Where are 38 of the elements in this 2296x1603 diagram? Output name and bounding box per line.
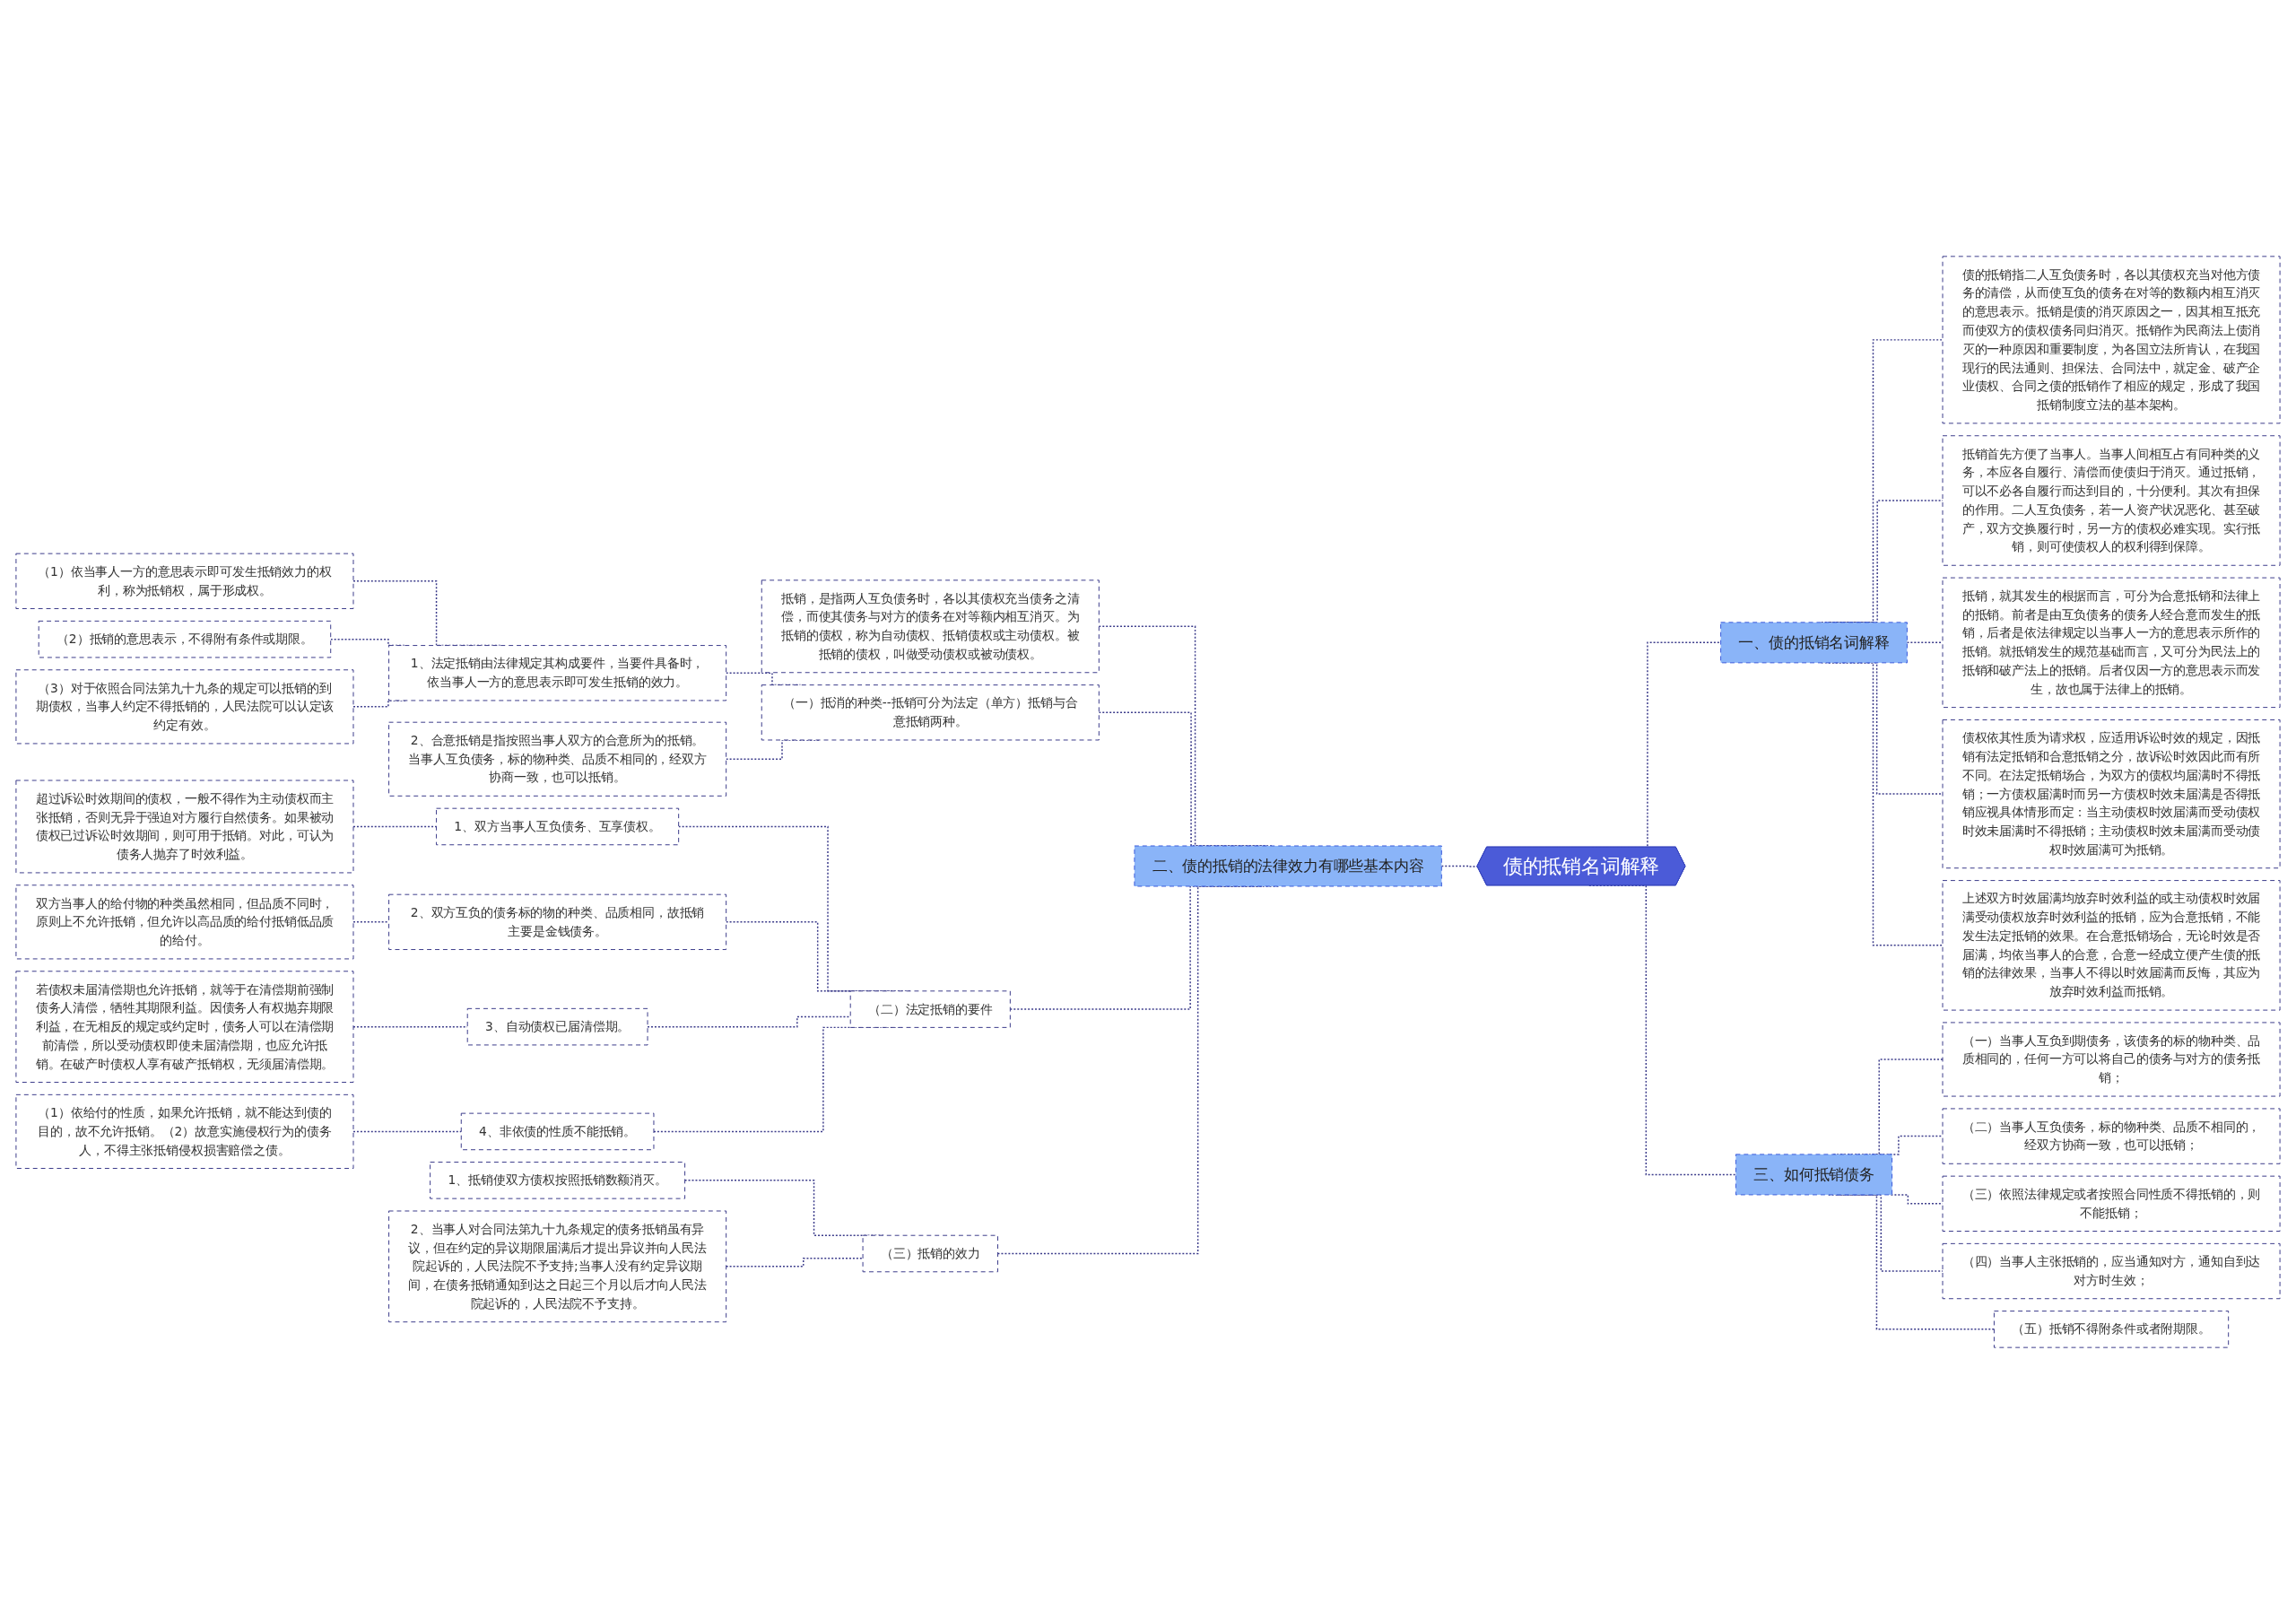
node-box: 4、非依债的性质不能抵销。 bbox=[460, 1112, 655, 1150]
node-box: 二、债的抵销的法律效力有哪些基本内容 bbox=[1134, 845, 1442, 886]
connector bbox=[1440, 865, 1479, 867]
node-box: 若债权未届清偿期也允许抵销，就等于在清偿期前强制债务人清偿，牺牲其期限利益。因债务人有权抛弃期限利益，在无相反的规定或约定时，债务人可以在清偿期前清偿，所以受动债权即使未届清偿期，也应允许抵销。在破产时债权人享有破产抵销权，无须届清偿期。 bbox=[15, 970, 354, 1083]
node-box: 一、债的抵销名词解释 bbox=[1720, 621, 1908, 663]
node-box: （2）抵销的意思表示，不得附有条件或期限。 bbox=[38, 620, 332, 658]
node-box: （三）抵销的效力 bbox=[862, 1234, 998, 1272]
connector bbox=[352, 1025, 468, 1027]
connector bbox=[352, 920, 390, 923]
node-box: 2、合意抵销是指按照当事人双方的合意所为的抵销。当事人互负债务，标的物种类、品质不相同的，经双方协商一致，也可以抵销。 bbox=[388, 721, 727, 797]
node-box: （三）依照法律规定或者按照合同性质不得抵销的，则不能抵销； bbox=[1942, 1175, 2281, 1232]
node-box: （一）抵消的种类--抵销可分为法定（单方）抵销与合意抵销两种。 bbox=[761, 684, 1100, 740]
node-box: 2、当事人对合同法第九十九条规定的债务抵销虽有异议，但在约定的异议期限届满后才提出异议并向人民法院起诉的，人民法院不予支持;当事人没有约定异议期间，在债务抵销通知到达之日起三个月以后才向人民法院起诉的，人民法院不予支持。 bbox=[388, 1210, 727, 1322]
node-box: （二）法定抵销的要件 bbox=[849, 989, 1011, 1028]
node-box: 1、双方当事人互负债务、互享债权。 bbox=[436, 807, 680, 845]
node-box: 上述双方时效届满均放弃时效利益的或主动债权时效届满受动债权放弃时效利益的抵销，应为合意抵销，不能发生法定抵销的效果。在合意抵销场合，无论时效是否届满，均依当事人的合意，合意一经成立便产生债的抵销的法律效果，当事人不得以时效届满而反悔，其应为放弃时效利益而抵销。 bbox=[1942, 879, 2281, 1011]
node-box: （1）依当事人一方的意思表示即可发生抵销效力的权利，称为抵销权，属于形成权。 bbox=[15, 553, 354, 609]
node-box: （五）抵销不得附条件或者附期限。 bbox=[1993, 1310, 2230, 1348]
node-box: （3）对于依照合同法第九十九条的规定可以抵销的到期债权，当事人约定不得抵销的，人民法院可以认定该约定有效。 bbox=[15, 668, 354, 744]
node-box: （四）当事人主张抵销的，应当通知对方，通知自到达对方时生效； bbox=[1942, 1242, 2281, 1299]
node-box: 债的抵销指二人互负债务时，各以其债权充当对他方债务的清偿，从而使互负的债务在对等的数额内相互消灭的意思表示。抵销是债的消灭原因之一，因其相互抵充而使双方的债权债务同归消灭。抵销作为民商法上债消灭的一种原因和重要制度，为各国立法所肯认，在我国现行的民法通则、担保法、合同法中，就定金、破产企业债权、合同之债的抵销作了相应的规定，形成了我国抵销制度立法的基本架构。 bbox=[1942, 255, 2281, 423]
node-box: 债权依其性质为请求权，应适用诉讼时效的规定，因抵销有法定抵销和合意抵销之分，故诉讼时效因此而有所不同。在法定抵销场合，为双方的债权均届满时不得抵销；一方债权届满时而另一方债权时效未届满是否得抵销应视具体情形而定：当主动债权时效届满而受动债权时效未届满时不得抵销；主动债权时效未届满而受动债权时效届满可为抵销。 bbox=[1942, 719, 2281, 868]
node-box: 抵销，就其发生的根据而言，可分为合意抵销和法律上的抵销。前者是由互负债务的债务人经合意而发生的抵销，后者是依法律规定以当事人一方的意思表示所作的抵销。就抵销发生的规范基础而言，又可分为民法上的抵销和破产法上的抵销。后者仅因一方的意思表示而发生，故也属于法律上的抵销。 bbox=[1942, 577, 2281, 708]
connector bbox=[1906, 641, 1944, 643]
connector bbox=[725, 1257, 864, 1268]
node-box: 双方当事人的给付物的种类虽然相同，但品质不同时，原则上不允许抵销，但允许以高品质的给付抵销低品质的给付。 bbox=[15, 884, 354, 959]
node-box: 3、自动债权已届清偿期。 bbox=[466, 1007, 648, 1045]
node-box: （二）当事人互负债务，标的物种类、品质不相同的，经双方协商一致，也可以抵销； bbox=[1942, 1107, 2281, 1164]
node-box: 超过诉讼时效期间的债权，一般不得作为主动债权而主张抵销，否则无异于强迫对方履行自然债务。如果被动债权已过诉讼时效期间，则可用于抵销。对此，可认为债务人抛弃了时效利益。 bbox=[15, 780, 354, 873]
node-box: 1、抵销使双方债权按照抵销数额消灭。 bbox=[430, 1161, 686, 1199]
node-box: 三、如何抵销债务 bbox=[1735, 1153, 1893, 1195]
node-box: 抵销首先方便了当事人。当事人间相互占有同种类的义务，本应各自履行、清偿而使债归于消灭。通过抵销，可以不必各自履行而达到目的，十分便利。其次有担保的作用。二人互负债务，若一人资产状况恶化、甚至破产，双方交换履行时，另一方的债权必难实现。实行抵销，则可使债权人的权利得到保障。 bbox=[1942, 434, 2281, 566]
node-box: 1、法定抵销由法律规定其构成要件，当要件具备时，依当事人一方的意思表示即可发生抵销的效力。 bbox=[388, 644, 727, 701]
connector bbox=[352, 1130, 462, 1132]
node-box: 抵销，是指两人互负债务时，各以其债权充当债务之清偿，而使其债务与对方的债务在对等额内相互消灭。为抵销的债权，称为自动债权、抵销债权或主动债权。被抵销的债权，叫做受动债权或被动债权。 bbox=[761, 579, 1100, 673]
node-box: 2、双方互负的债务标的物的种类、品质相同，故抵销主要是金钱债务。 bbox=[388, 893, 727, 950]
node-box: （1）依给付的性质，如果允许抵销，就不能达到债的目的，故不允许抵销。（2）故意实施侵权行为的债务人，不得主张抵销侵权损害赔偿之债。 bbox=[15, 1093, 354, 1169]
node-box: （一）当事人互负到期债务，该债务的标的物种类、品质相同的，任何一方可以将自己的债务与对方的债务抵销； bbox=[1942, 1021, 2281, 1097]
